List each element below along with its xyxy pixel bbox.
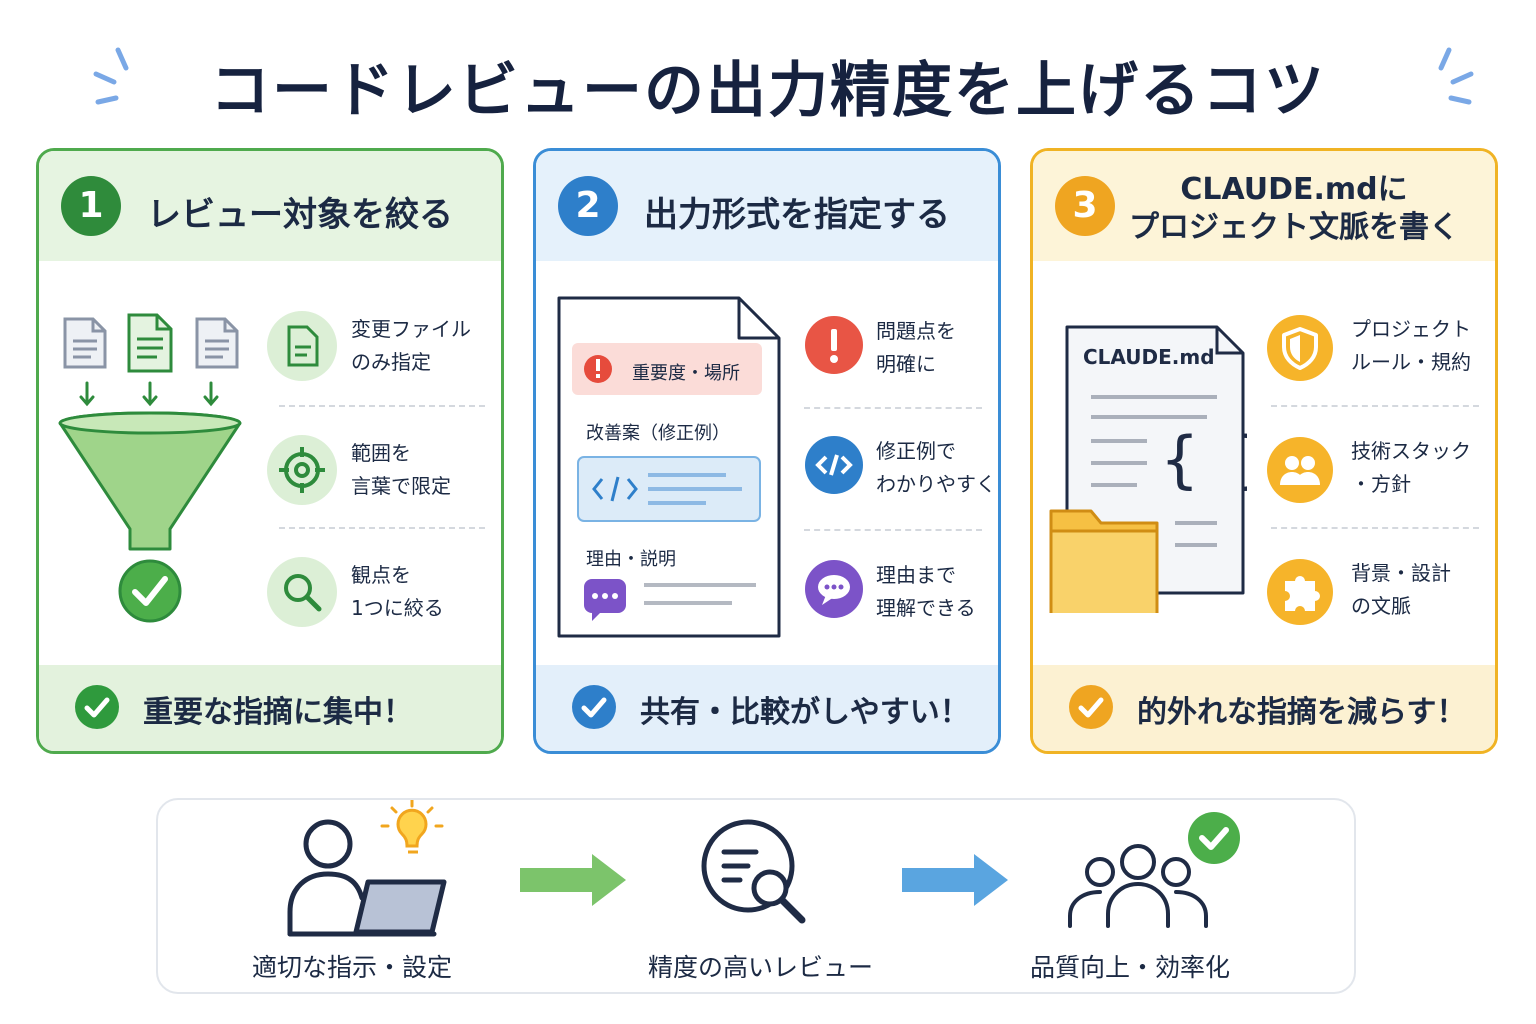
exclamation-icon: [804, 315, 864, 375]
search-icon: [267, 557, 337, 627]
card-title: CLAUDE.mdに プロジェクト文脈を書く: [1129, 172, 1459, 245]
users-icon: [1267, 437, 1333, 503]
flow-step-label: 適切な指示・設定: [252, 953, 453, 982]
shield-icon: [1267, 315, 1333, 381]
feature-text: 変更ファイルのみ指定: [351, 317, 471, 374]
card-footer: 的外れな指摘を減らす！: [1033, 665, 1495, 751]
check-icon: [75, 685, 119, 729]
divider: [804, 529, 982, 531]
reason-label: 理由・説明: [586, 549, 676, 570]
flow-step-label: 精度の高いレビュー: [648, 953, 874, 982]
fix-label: 改善案（修正例）: [586, 423, 730, 444]
output-document: 重要度・場所 改善案（修正例） 理由・説明: [556, 295, 782, 639]
feature-text: 範囲を言葉で限定: [351, 441, 451, 498]
target-icon: [267, 435, 337, 505]
team-check-icon: [1068, 812, 1240, 928]
divider: [1271, 405, 1479, 407]
sparkle-lines-icon: [1438, 47, 1474, 105]
feature-item: 変更ファイルのみ指定: [263, 303, 487, 403]
feature-item: 理由まで理解できる: [764, 545, 988, 645]
sparkle-lines-icon: [93, 47, 129, 105]
card-footer: 共有・比較がしやすい！: [536, 665, 998, 751]
feature-item: 技術スタック・方針: [1263, 425, 1487, 525]
card-header: 1 レビュー対象を絞る: [39, 151, 501, 261]
chat-bubble-icon: [804, 559, 864, 619]
title-area: コードレビューの出力精度を上げるコツ: [0, 30, 1536, 130]
claude-md-label: CLAUDE.md: [1083, 345, 1215, 369]
flow-step-label: 品質向上・効率化: [1030, 953, 1231, 982]
feature-item: 問題点を明確に: [764, 301, 988, 401]
severity-label: 重要度・場所: [632, 363, 740, 384]
feature-text: 理由まで理解できる: [876, 563, 976, 620]
svg-text:{ }: { }: [1161, 423, 1247, 496]
check-icon: [1069, 685, 1113, 729]
arrow-right-icon: [520, 854, 626, 906]
number-badge: 1: [61, 176, 121, 236]
footer-text: 的外れな指摘を減らす！: [1137, 695, 1467, 730]
footer-text: 重要な指摘に集中！: [143, 695, 413, 730]
number-badge: 2: [558, 176, 618, 236]
number-badge: 3: [1055, 176, 1115, 236]
check-icon: [572, 685, 616, 729]
card-header: 2 出力形式を指定する: [536, 151, 998, 261]
document-magnifier-icon: [701, 819, 806, 924]
funnel-with-files-icon: [58, 313, 242, 623]
feature-item: プロジェクトルール・規約: [1263, 303, 1487, 403]
page-title: コードレビューの出力精度を上げるコツ: [210, 56, 1326, 126]
feature-text: プロジェクトルール・規約: [1351, 317, 1471, 374]
claude-md-illustration: { } CLAUDE.md: [1047, 323, 1247, 613]
card-title: レビュー対象を絞る: [147, 195, 453, 235]
card-output-format: 2 出力形式を指定する 重要度・場所 改善案（修正例）: [533, 148, 1001, 754]
divider: [279, 527, 485, 529]
person-laptop-bulb-icon: [287, 800, 447, 937]
footer-text: 共有・比較がしやすい！: [640, 695, 970, 730]
feature-item: 範囲を言葉で限定: [263, 427, 487, 527]
flow-panel: 適切な指示・設定 精度の高いレビュー 品質向上・効率化: [156, 798, 1356, 994]
feature-item: 背景・設計の文脈: [1263, 547, 1487, 647]
code-icon: [804, 435, 864, 495]
card-narrow-target: 1 レビュー対象を絞る: [36, 148, 504, 754]
feature-item: 修正例でわかりやすく: [764, 421, 996, 521]
feature-text: 修正例でわかりやすく: [876, 439, 996, 496]
divider: [279, 405, 485, 407]
feature-text: 問題点を明確に: [876, 319, 956, 376]
card-claude-md: 3 CLAUDE.mdに プロジェクト文脈を書く { } CLAUDE.md: [1030, 148, 1498, 754]
divider: [1271, 527, 1479, 529]
feature-text: 背景・設計の文脈: [1351, 561, 1451, 618]
card-header: 3 CLAUDE.mdに プロジェクト文脈を書く: [1033, 151, 1495, 261]
card-title: 出力形式を指定する: [644, 195, 950, 235]
divider: [804, 407, 982, 409]
card-footer: 重要な指摘に集中！: [39, 665, 501, 751]
arrow-right-icon: [902, 854, 1008, 906]
document-icon: [267, 311, 337, 381]
puzzle-icon: [1267, 559, 1333, 625]
feature-text: 技術スタック・方針: [1351, 439, 1471, 496]
